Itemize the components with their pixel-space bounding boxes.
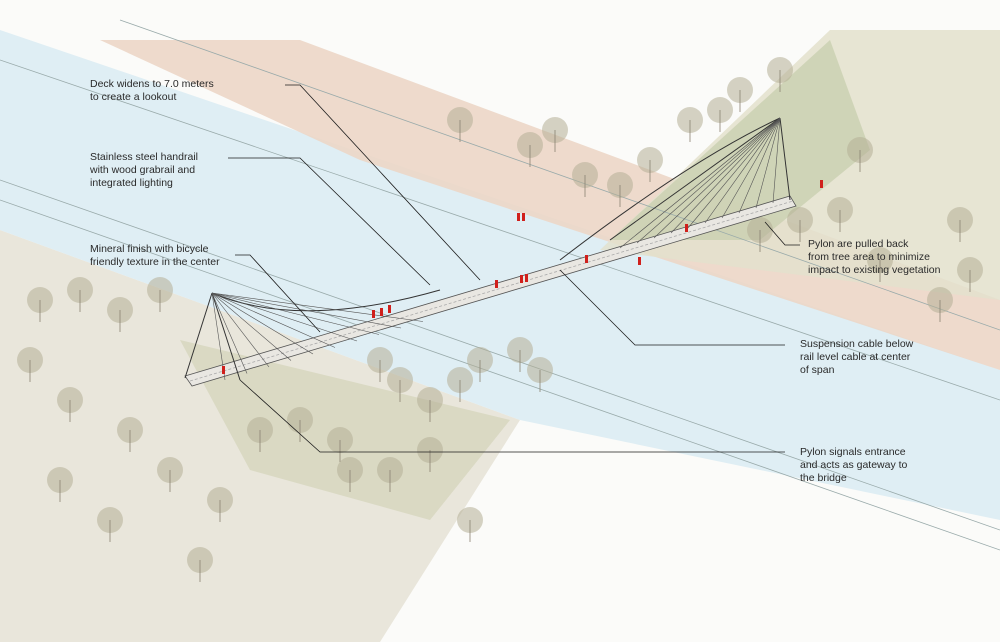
pylon-left	[184, 289, 441, 381]
leader-suspension-cable	[559, 269, 785, 346]
bank-lines	[0, 19, 1000, 551]
trees	[17, 57, 983, 582]
person	[685, 224, 688, 232]
hanger-cable	[211, 292, 402, 329]
hanger-cable	[211, 292, 270, 368]
person	[638, 257, 641, 265]
hanger-cable	[636, 117, 781, 244]
person	[520, 275, 523, 283]
leader-mineral-finish	[235, 254, 321, 333]
annotation-pylon-gateway: Pylon signals entrance and acts as gatew…	[800, 446, 908, 484]
person	[585, 255, 588, 263]
hanger-cable	[704, 117, 781, 224]
person	[495, 280, 498, 288]
annotation-pylon-pulled-back: Pylon are pulled back from tree area to …	[808, 238, 941, 276]
hanger-cable	[211, 292, 248, 374]
hanger-cable	[687, 117, 781, 229]
annotation-mineral-finish: Mineral finish with bicycle friendly tex…	[90, 243, 220, 268]
leader-pylon-gateway	[239, 379, 785, 453]
person	[525, 274, 528, 282]
annotation-handrail: Stainless steel handrail with wood grabr…	[90, 151, 198, 189]
upper-bank	[100, 40, 1000, 370]
hanger-cable	[670, 117, 781, 234]
person	[820, 180, 823, 188]
hanger-cable	[721, 117, 781, 219]
river	[0, 30, 1000, 520]
person	[388, 305, 391, 313]
annotation-deck-widens: Deck widens to 7.0 meters to create a lo…	[90, 78, 214, 103]
hanger-cable	[653, 117, 781, 239]
hanger-cable	[738, 117, 781, 214]
leader-pylon-pulled-back	[764, 221, 800, 246]
hanger-cable	[772, 117, 781, 204]
hanger-cable	[211, 292, 380, 335]
hanger-cable	[211, 292, 314, 355]
hanger-cable	[211, 292, 226, 381]
hanger-cable	[755, 117, 781, 209]
hanger-cables	[211, 117, 781, 381]
pylon-right	[559, 117, 791, 261]
person	[517, 213, 520, 221]
park-green-right	[610, 40, 870, 240]
bridge-deck	[184, 195, 797, 387]
person	[380, 308, 383, 316]
leader-handrail	[228, 157, 431, 286]
hanger-cable	[211, 292, 336, 348]
leader-deck-widens	[285, 84, 481, 281]
hanger-cable	[619, 117, 781, 249]
pedestrians	[222, 180, 823, 374]
leader-lines	[228, 84, 800, 453]
person	[372, 310, 375, 318]
person	[522, 213, 525, 221]
hanger-cable	[211, 292, 358, 342]
person	[222, 366, 225, 374]
annotation-suspension-cable: Suspension cable below rail level cable …	[800, 338, 914, 376]
hanger-cable	[211, 292, 292, 361]
hanger-cable	[211, 292, 424, 322]
